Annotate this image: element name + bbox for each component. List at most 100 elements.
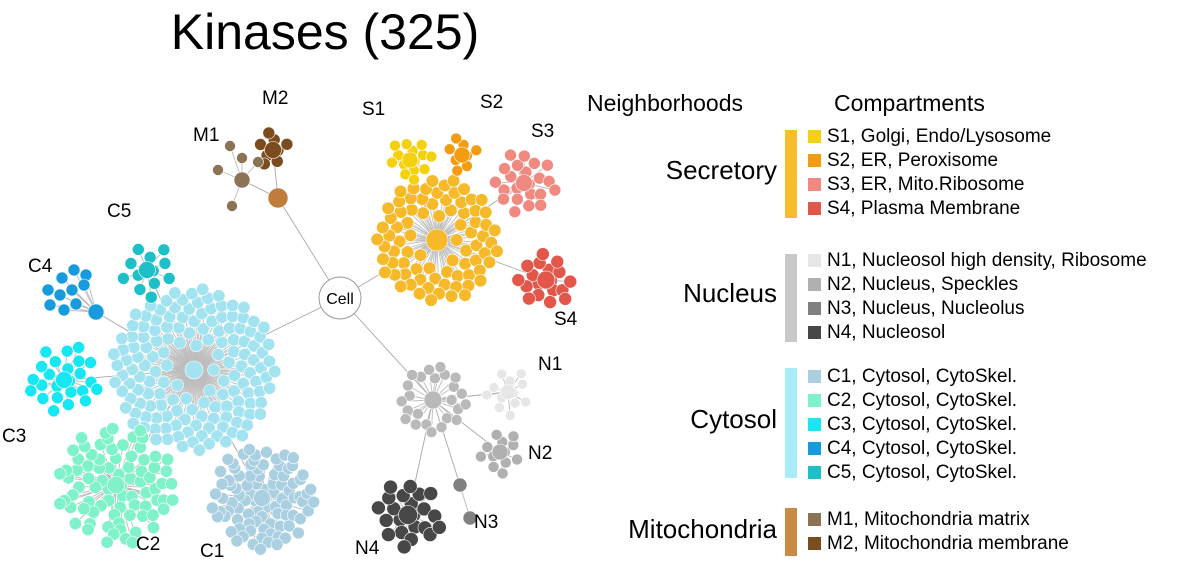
legend-swatch-n1: [808, 254, 821, 267]
node-c2-68: [165, 477, 179, 491]
node-s3-11: [522, 199, 536, 213]
hub-cytosol: [184, 360, 204, 380]
node-n3-0: [462, 510, 478, 526]
node-s2-5: [470, 144, 483, 157]
node-c2-24: [123, 508, 137, 522]
legend-entry-s1: S1, Golgi, Endo/Lysosome: [808, 125, 1051, 149]
node-cytosol-25: [146, 350, 160, 364]
node-secretory-8: [459, 244, 473, 258]
legend-swatch-s2: [808, 154, 821, 167]
legend-entry-n4: N4, Nucleosol: [808, 321, 945, 345]
node-c4-3: [41, 283, 55, 297]
node-s4-11: [543, 295, 557, 309]
legend-label-c3: C3, Cytosol, CytoSkel.: [827, 414, 1018, 435]
node-n4-20: [383, 479, 398, 495]
cluster-label-n4: N4: [355, 538, 380, 559]
node-secretory-1: [413, 248, 428, 262]
cluster-label-s1: S1: [362, 99, 385, 120]
node-secretory-5: [454, 218, 468, 232]
node-c1-88: [221, 452, 235, 466]
node-cytosol-21: [228, 368, 242, 382]
node-c2-72: [53, 467, 67, 481]
node-nucleus-23: [434, 361, 447, 373]
node-cytosol-135: [115, 332, 129, 346]
node-n4-19: [396, 539, 412, 555]
node-c5-3: [148, 277, 161, 290]
legend-swatch-c3: [808, 418, 821, 431]
node-secretory-60: [479, 205, 493, 219]
node-c3-17: [26, 373, 40, 386]
node-cytosol-141: [237, 300, 251, 314]
legend-entry-n1: N1, Nucleosol high density, Ribosome: [808, 249, 1147, 273]
node-cytosol-131: [263, 381, 277, 395]
node-s1-12: [389, 139, 401, 152]
hub-n4: [398, 505, 418, 525]
node-c2-70: [106, 422, 120, 436]
node-cytosol-23: [196, 322, 210, 336]
hub-c1: [253, 489, 271, 507]
hub-c4: [87, 303, 105, 321]
cluster-label-s4: S4: [554, 309, 578, 330]
node-c2-17: [82, 471, 96, 485]
legend-label-n1: N1, Nucleosol high density, Ribosome: [827, 250, 1147, 271]
hub-s2: [453, 146, 471, 164]
legend-entry-c1: C1, Cytosol, CytoSkel.: [808, 365, 1017, 389]
node-secretory-64: [376, 252, 390, 266]
node-c4-5: [65, 283, 79, 297]
node-cytosol-12: [157, 345, 171, 359]
node-cytosol-27: [170, 404, 184, 418]
legend-label-c2: C2, Cytosol, CytoSkel.: [827, 390, 1018, 411]
node-c2-10: [122, 460, 136, 474]
node-secretory-59: [376, 220, 390, 235]
hub-m2: [264, 141, 282, 159]
node-n4-14: [381, 527, 396, 542]
legend-swatch-c4: [808, 442, 821, 455]
node-secretory-71: [473, 274, 488, 288]
node-c3-4: [42, 368, 56, 381]
node-secretory-21: [469, 238, 484, 252]
hub-m1: [233, 171, 251, 189]
node-secretory-74: [424, 293, 438, 307]
legend-entry-c4: C4, Cytosol, CytoSkel.: [808, 437, 1017, 461]
hub-n2: [491, 443, 509, 461]
legend-label-s4: S4, Plasma Membrane: [827, 198, 1021, 219]
group-bar-cytosol: [785, 368, 797, 478]
legend-entry-s3: S3, ER, Mito.Ribosome: [808, 173, 1024, 197]
legend-label-s3: S3, ER, Mito.Ribosome: [827, 174, 1025, 195]
node-c2-69: [68, 516, 82, 530]
hub-s1: [401, 151, 419, 169]
node-m1-0: [224, 140, 236, 152]
node-s3-13: [542, 175, 556, 188]
node-cytosol-123: [262, 354, 276, 368]
chart-title: Kinases (325): [170, 4, 480, 60]
node-cytosol-24: [208, 400, 222, 414]
node-c2-73: [161, 452, 175, 466]
node-c3-7: [49, 355, 62, 369]
node-m1-1: [236, 152, 248, 164]
hub-c2: [107, 475, 126, 494]
node-cytosol-5: [211, 348, 225, 362]
node-s3-7: [511, 159, 524, 172]
node-n1-11: [504, 410, 516, 421]
node-cytosol-26: [227, 345, 241, 359]
node-cytosol-139: [253, 407, 267, 421]
node-c2-61: [81, 523, 95, 537]
node-s1-10: [415, 139, 428, 151]
legend-swatch-m1: [808, 513, 821, 526]
node-secretory-3: [445, 253, 460, 267]
node-nucleus-19: [425, 426, 438, 438]
legend-entry-n3: N3, Nucleus, Nucleolus: [808, 297, 1024, 321]
node-nucleus-15: [423, 363, 435, 376]
node-cytosol-13: [222, 355, 236, 369]
node-secretory-70: [425, 174, 440, 188]
node-n1-8: [520, 396, 532, 408]
node-secretory-73: [475, 193, 489, 207]
node-s3-8: [534, 187, 547, 201]
node-c2-39: [147, 461, 161, 475]
node-c4-9: [69, 297, 83, 311]
group-label-mitochondria: Mitochondria: [628, 514, 777, 544]
group-label-cytosol: Cytosol: [690, 404, 777, 434]
node-n4-21: [432, 520, 447, 535]
node-s1-13: [425, 150, 438, 163]
